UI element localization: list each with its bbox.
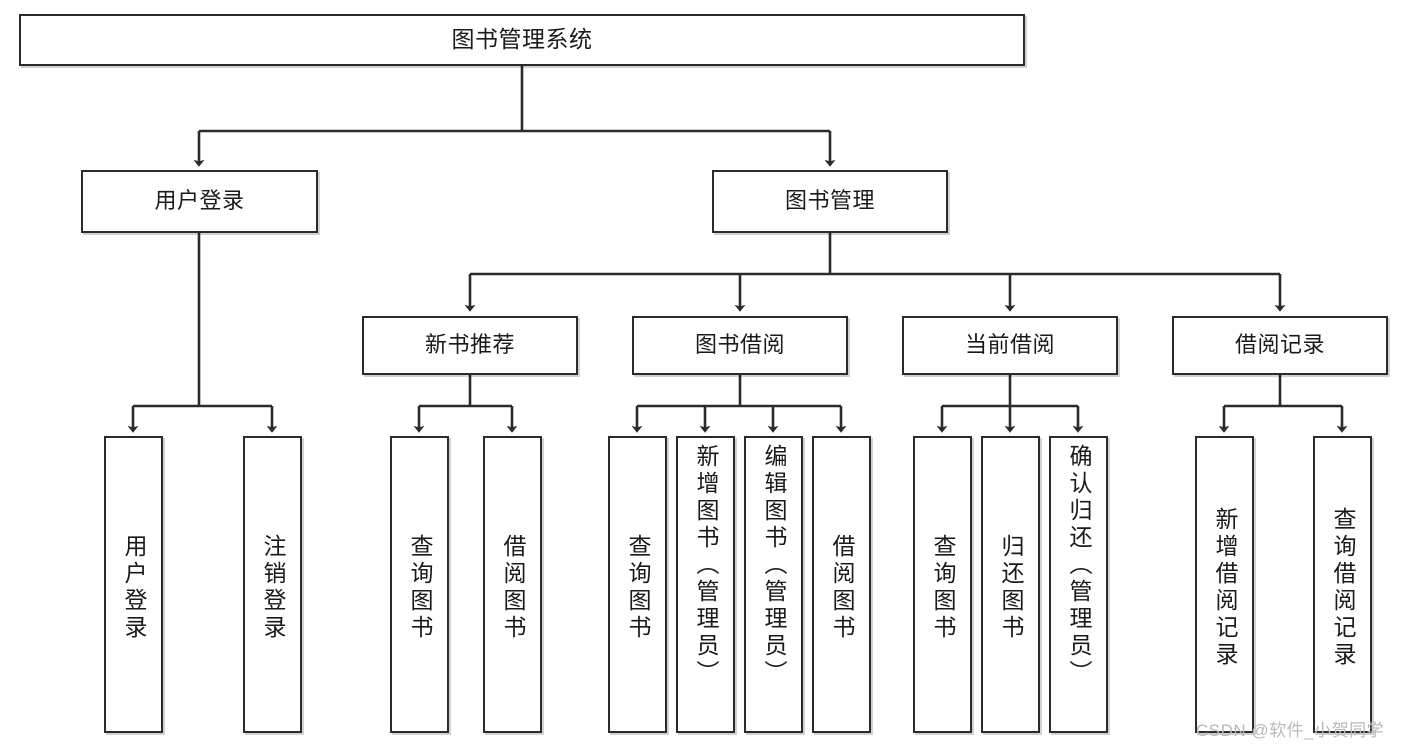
node-label: 新增借阅记录 (1212, 506, 1238, 669)
node-label: 用户登录 (121, 533, 147, 642)
node-label: 借阅记录 (1234, 332, 1325, 358)
node-label: 注销登录 (260, 533, 286, 642)
leaf-query-book-current[interactable]: 查询图书 (913, 436, 972, 733)
node-borrow-record[interactable]: 借阅记录 (1172, 316, 1388, 375)
node-label: 借阅图书 (829, 533, 855, 642)
node-new-book-recommend[interactable]: 新书推荐 (362, 316, 578, 375)
node-label: 图书管理 (784, 188, 875, 214)
leaf-user-login[interactable]: 用户登录 (104, 436, 163, 733)
node-label: 归还图书 (998, 533, 1024, 642)
node-label: 查询借阅记录 (1330, 506, 1356, 669)
node-label: 图书借阅 (694, 332, 785, 358)
node-current-borrow[interactable]: 当前借阅 (902, 316, 1118, 375)
leaf-add-book-admin[interactable]: 新增图书（管理员） (676, 436, 735, 733)
node-label: 新增图书（管理员） (693, 444, 719, 687)
leaf-borrow-book[interactable]: 借阅图书 (812, 436, 871, 733)
node-label: 图书管理系统 (451, 26, 593, 53)
node-label: 当前借阅 (964, 332, 1055, 358)
leaf-logout-login[interactable]: 注销登录 (243, 436, 302, 733)
node-label: 查询图书 (625, 533, 651, 642)
node-root-system[interactable]: 图书管理系统 (19, 14, 1025, 66)
leaf-edit-book-admin[interactable]: 编辑图书（管理员） (744, 436, 803, 733)
node-book-management[interactable]: 图书管理 (712, 170, 948, 233)
node-label: 借阅图书 (500, 533, 526, 642)
node-user-login[interactable]: 用户登录 (81, 170, 318, 233)
node-label: 新书推荐 (424, 332, 515, 358)
node-label: 查询图书 (930, 533, 956, 642)
node-label: 查询图书 (407, 533, 433, 642)
node-book-borrow[interactable]: 图书借阅 (632, 316, 848, 375)
leaf-query-borrow-record[interactable]: 查询借阅记录 (1313, 436, 1372, 733)
node-label: 编辑图书（管理员） (761, 444, 787, 687)
leaf-query-book-newrec[interactable]: 查询图书 (390, 436, 449, 733)
leaf-add-borrow-record[interactable]: 新增借阅记录 (1195, 436, 1254, 733)
node-label: 用户登录 (154, 188, 245, 214)
node-label: 确认归还（管理员） (1066, 444, 1092, 687)
leaf-confirm-return-admin[interactable]: 确认归还（管理员） (1049, 436, 1108, 733)
leaf-query-book-borrow[interactable]: 查询图书 (608, 436, 667, 733)
leaf-return-book[interactable]: 归还图书 (981, 436, 1040, 733)
leaf-borrow-book-newrec[interactable]: 借阅图书 (483, 436, 542, 733)
